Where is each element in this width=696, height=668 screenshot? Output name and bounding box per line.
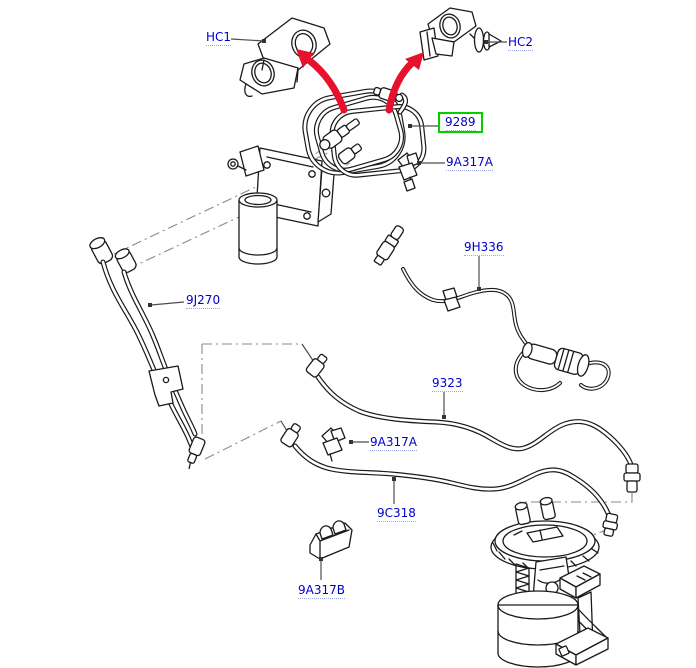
hc1-clamp-figure bbox=[239, 17, 331, 98]
retainer-clip-figure-1 bbox=[397, 152, 420, 192]
part-label-hc2[interactable]: HC2 bbox=[508, 35, 534, 51]
fuel-line-9323-figure bbox=[305, 353, 641, 493]
exploded-view-arrows bbox=[296, 49, 424, 114]
part-label-9323[interactable]: 9323 bbox=[432, 376, 463, 392]
fuel-pump-module-figure bbox=[490, 496, 609, 668]
part-label-9a317a-1[interactable]: 9A317A bbox=[446, 155, 493, 171]
fuel-filter-figure bbox=[227, 145, 335, 265]
construction-lines bbox=[113, 148, 633, 543]
fuel-line-coil-figure bbox=[302, 86, 427, 178]
part-label-9c318[interactable]: 9C318 bbox=[377, 506, 416, 522]
part-label-9j270[interactable]: 9J270 bbox=[186, 293, 221, 309]
part-label-hc1[interactable]: HC1 bbox=[206, 30, 232, 46]
retainer-bracket-9a317b-figure bbox=[309, 520, 353, 560]
hc2-clamp-figure bbox=[419, 7, 502, 61]
sensor-harness-9h336-figure bbox=[373, 225, 611, 392]
part-label-9a317b[interactable]: 9A317B bbox=[298, 583, 345, 599]
retainer-clip-figure-2 bbox=[321, 427, 346, 462]
leader-lines bbox=[148, 38, 507, 580]
part-label-9a317a-2[interactable]: 9A317A bbox=[370, 435, 417, 451]
part-label-9h336[interactable]: 9H336 bbox=[464, 240, 504, 256]
fuel-line-9c318-figure bbox=[280, 423, 619, 537]
part-label-9289-highlighted[interactable]: 9289 bbox=[438, 112, 483, 133]
fuel-lines-9j270-figure bbox=[89, 237, 206, 470]
